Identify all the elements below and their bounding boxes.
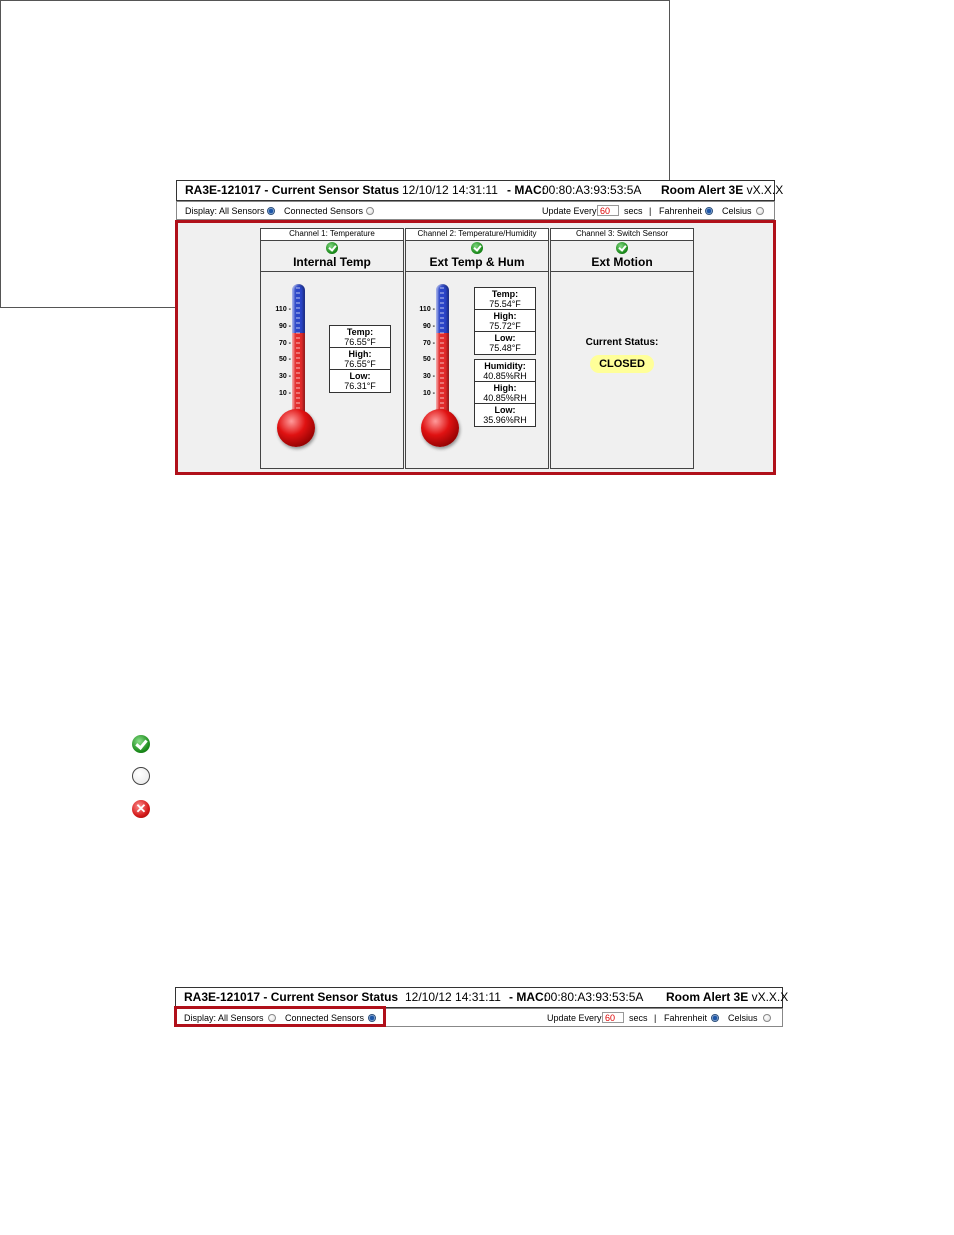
thermometer-tube	[292, 284, 305, 424]
reading: High:75.72°F	[475, 310, 535, 332]
version: vX.X.X	[746, 183, 784, 197]
all-sensors-radio[interactable]	[267, 207, 275, 215]
controls-bar: Display: All Sensors Connected Sensors U…	[175, 1008, 783, 1027]
display-all-label: Display: All Sensors	[185, 206, 265, 216]
datetime: 12/10/12 14:31:11	[402, 183, 498, 197]
status-header: RA3E-121017 - Current Sensor Status 12/1…	[176, 180, 783, 201]
device-title: RA3E-121017 - Current Sensor Status	[185, 183, 400, 197]
thermometer-icon: 110 - 90 - 70 - 50 - 30 - 10 -	[275, 284, 317, 449]
all-sensors-radio[interactable]	[268, 1014, 276, 1022]
humidity-readings: Humidity:40.85%RH High:40.85%RH Low:35.9…	[474, 359, 536, 427]
check-circle-icon	[132, 735, 150, 753]
thermometer-bulb	[277, 409, 315, 447]
reading: High:76.55°F	[330, 348, 390, 370]
display-all-label: Display: All Sensors	[184, 1013, 264, 1023]
tick-label: 10 -	[422, 390, 435, 397]
temp-readings: Temp:75.54°F High:75.72°F Low:75.48°F	[474, 287, 536, 355]
version: vX.X.X	[751, 990, 789, 1004]
reading: High:40.85%RH	[475, 382, 535, 404]
tick-label: 90 -	[422, 323, 435, 330]
mac-address: 00:80:A3:93:53:5A	[544, 990, 644, 1004]
error-x-icon: ✕	[132, 800, 150, 818]
thermometer-tube	[436, 284, 449, 424]
datetime: 12/10/12 14:31:11	[405, 990, 501, 1004]
thermometer-icon: 110 - 90 - 70 - 50 - 30 - 10 -	[419, 284, 461, 449]
display-options-highlight	[174, 1006, 386, 1027]
channel-caption: Channel 2: Temperature/Humidity	[406, 229, 548, 241]
channel-name: Ext Temp & Hum	[429, 255, 525, 269]
mac-label: - MAC:	[509, 990, 548, 1004]
connected-sensors-radio[interactable]	[366, 207, 374, 215]
channel-caption: Channel 3: Switch Sensor	[551, 229, 693, 241]
channel-1-card: Channel 1: Temperature Internal Temp 110…	[260, 228, 404, 469]
tick-label: 30 -	[278, 373, 291, 380]
celsius-label: Celsius	[722, 206, 752, 216]
model-name: Room Alert 3E	[666, 990, 749, 1004]
secs-label: secs	[629, 1013, 648, 1023]
divider	[261, 271, 403, 272]
celsius-radio[interactable]	[763, 1014, 771, 1022]
tick-label: 50 -	[278, 356, 291, 363]
divider	[551, 271, 693, 272]
tick-label: 70 -	[278, 340, 291, 347]
channel-2-card: Channel 2: Temperature/Humidity Ext Temp…	[405, 228, 549, 469]
tick-label: 10 -	[278, 390, 291, 397]
controls-bar: Display: All Sensors Connected Sensors U…	[176, 201, 775, 220]
check-circle-icon	[616, 242, 628, 254]
mac-label: - MAC:	[507, 183, 546, 197]
update-every-label: Update Every	[547, 1013, 602, 1023]
thermometer-bulb	[421, 409, 459, 447]
channel-name: Internal Temp	[293, 255, 371, 269]
temp-readings: Temp:76.55°F High:76.55°F Low:76.31°F	[329, 325, 391, 393]
status-header: RA3E-121017 - Current Sensor Status 12/1…	[175, 987, 788, 1008]
reading: Humidity:40.85%RH	[475, 360, 535, 382]
fahrenheit-radio[interactable]	[705, 207, 713, 215]
tick-label: 110 -	[419, 306, 435, 313]
tick-label: 30 -	[422, 373, 435, 380]
celsius-label: Celsius	[728, 1013, 758, 1023]
separator: |	[654, 1013, 657, 1023]
reading: Temp:75.54°F	[475, 288, 535, 310]
secs-label: secs	[624, 206, 643, 216]
tick-label: 50 -	[422, 356, 435, 363]
tick-label: 90 -	[278, 323, 291, 330]
check-circle-icon	[471, 242, 483, 254]
connected-sensors-radio[interactable]	[368, 1014, 376, 1022]
tick-label: 70 -	[422, 340, 435, 347]
check-circle-icon	[326, 242, 338, 254]
current-status-label: Current Status:	[585, 337, 659, 348]
divider	[406, 271, 548, 272]
reading: Low:76.31°F	[344, 371, 376, 391]
sensor-panel-highlight: Channel 1: Temperature Internal Temp 110…	[175, 220, 776, 475]
fahrenheit-label: Fahrenheit	[659, 206, 703, 216]
reading: Low:75.48°F	[489, 333, 521, 353]
channel-3-card: Channel 3: Switch Sensor Ext Motion Curr…	[550, 228, 694, 469]
reading: Temp:76.55°F	[330, 326, 390, 348]
empty-circle-icon	[132, 767, 150, 785]
update-every-label: Update Every	[542, 206, 597, 216]
mac-address: 00:80:A3:93:53:5A	[542, 183, 642, 197]
separator: |	[649, 206, 652, 216]
update-interval-input[interactable]: 60	[602, 1012, 624, 1023]
model-name: Room Alert 3E	[661, 183, 744, 197]
celsius-radio[interactable]	[756, 207, 764, 215]
tick-label: 110 -	[275, 306, 291, 313]
connected-sensors-label: Connected Sensors	[285, 1013, 365, 1023]
fahrenheit-label: Fahrenheit	[664, 1013, 708, 1023]
channel-caption: Channel 1: Temperature	[261, 229, 403, 241]
update-interval-input[interactable]: 60	[597, 205, 619, 216]
fahrenheit-radio[interactable]	[711, 1014, 719, 1022]
connected-sensors-label: Connected Sensors	[284, 206, 364, 216]
device-title: RA3E-121017 - Current Sensor Status	[184, 990, 399, 1004]
status-badge: CLOSED	[590, 355, 654, 373]
channel-name: Ext Motion	[591, 255, 653, 269]
reading: Low:35.96%RH	[483, 405, 527, 425]
